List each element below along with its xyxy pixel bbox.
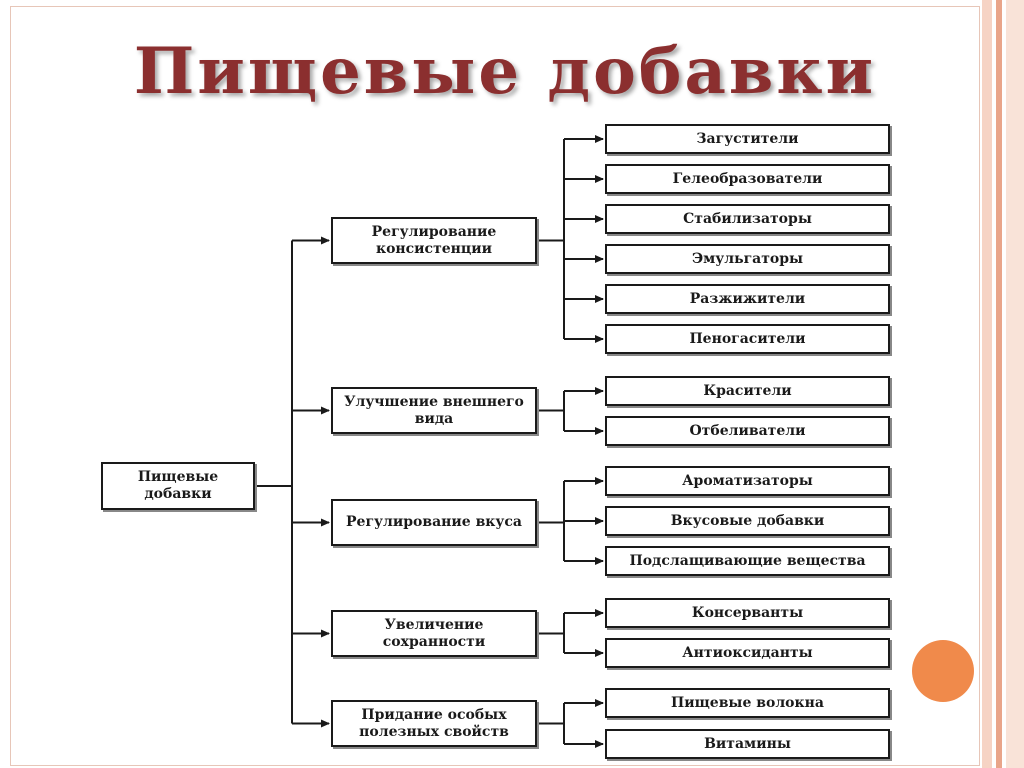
leaf-node: Вкусовые добавки — [605, 506, 890, 536]
category-node: Регулирование консистенции — [331, 217, 537, 264]
category-node: Увеличение сохранности — [331, 610, 537, 657]
category-node: Придание особых полезных свойств — [331, 700, 537, 747]
slide-frame — [10, 6, 980, 766]
slide-title: Пищевые добавки — [133, 34, 877, 109]
leaf-node: Отбеливатели — [605, 416, 890, 446]
leaf-node: Разжижители — [605, 284, 890, 314]
decorative-stripes — [980, 0, 1024, 768]
category-node: Улучшение внешнего вида — [331, 387, 537, 434]
leaf-node: Антиоксиданты — [605, 638, 890, 668]
accent-circle — [912, 640, 974, 702]
leaf-node: Стабилизаторы — [605, 204, 890, 234]
leaf-node: Подслащивающие вещества — [605, 546, 890, 576]
leaf-node: Красители — [605, 376, 890, 406]
leaf-node: Эмульгаторы — [605, 244, 890, 274]
stripe-3 — [1006, 0, 1024, 768]
stripe-1 — [982, 0, 992, 768]
leaf-node: Консерванты — [605, 598, 890, 628]
stripe-2 — [996, 0, 1002, 768]
diagram-root-node: Пищевые добавки — [101, 462, 255, 510]
leaf-node: Пеногасители — [605, 324, 890, 354]
leaf-node: Ароматизаторы — [605, 466, 890, 496]
category-node: Регулирование вкуса — [331, 499, 537, 546]
leaf-node: Витамины — [605, 729, 890, 759]
leaf-node: Загустители — [605, 124, 890, 154]
leaf-node: Гелеобразователи — [605, 164, 890, 194]
leaf-node: Пищевые волокна — [605, 688, 890, 718]
